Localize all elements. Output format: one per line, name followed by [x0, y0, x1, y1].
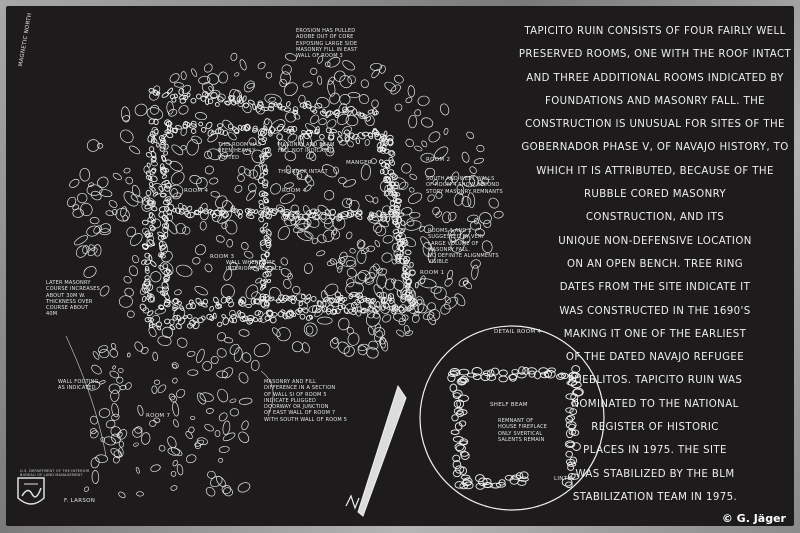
- paragraph-line: RUBBLE CORED MASONRY: [583, 189, 727, 201]
- paragraph-line: CONSTRUCTION IS UNUSUAL FOR SITES OF THE: [525, 119, 785, 131]
- interpretive-plaque: TAPICITO RUIN CONSISTS OF FOUR FAIRLY WE…: [6, 6, 794, 526]
- site-plan-drawing: [65, 52, 605, 517]
- paragraph-line: OF THE DATED NAVAJO REFUGEE: [565, 352, 745, 364]
- paragraph-line: WAS CONSTRUCTED IN THE 1690'S: [559, 305, 751, 317]
- blm-logo-icon: [17, 477, 45, 505]
- agency-name: U.S. DEPARTMENT OF THE INTERIOR BUREAU O…: [20, 469, 90, 477]
- detail-circle: [419, 325, 605, 511]
- label-room-7: ROOM 7: [146, 413, 171, 419]
- label-surveyor: F. LARSON: [64, 498, 96, 504]
- paragraph-line: STABILIZATION TEAM IN 1975.: [572, 491, 738, 503]
- note-rooms-1-2: ROOMS 1 AND 2 SUGGESTED BY VERY LARGE VO…: [428, 228, 499, 266]
- label-shelf-beam: SHELF BEAM: [490, 402, 528, 408]
- paragraph-line: CONSTRUCTION, AND ITS: [585, 212, 725, 224]
- paragraph-line: WAS STABILIZED BY THE BLM: [575, 468, 735, 480]
- label-room-1: ROOM 1: [420, 270, 445, 276]
- north-arrow: [345, 384, 407, 517]
- note-room-potted: THIS ROOM HAS BEEN HEAVILY POTTED: [218, 142, 262, 161]
- paragraph-line: WHICH IT IS ATTRIBUTED, BECAUSE OF THE: [536, 165, 774, 177]
- label-room-4-a: ROOM 4: [184, 188, 209, 194]
- diagonal-line: [65, 335, 274, 457]
- detail-room-walls: [447, 365, 584, 490]
- north-symbol: N: [341, 494, 342, 495]
- paragraph-line: ON AN OPEN BENCH. TREE RING: [566, 258, 744, 270]
- note-masonry-beam: MASONRY AND BEAM FALL NOT INDICATED: [278, 142, 335, 155]
- paragraph-line: NOMINATED TO THE NATIONAL: [571, 398, 739, 410]
- paragraph-line: REGISTER OF HISTORIC: [591, 422, 719, 434]
- paragraph-line: GOBERNADOR PHASE V, OF NAVAJO HISTORY, T…: [521, 142, 789, 154]
- note-erosion: EROSION HAS PULLED ADOBE OUT OF CORE EXP…: [296, 28, 358, 60]
- note-later-masonry: LATER MASONRY COURSE INCREASES ABOUT 30M…: [46, 280, 100, 318]
- paragraph-line: MAKING IT ONE OF THE EARLIEST: [563, 328, 747, 340]
- label-room-3: ROOM 3: [210, 254, 235, 260]
- label-room-2: ROOM 2: [426, 157, 451, 163]
- label-room-4-b: ROOM 4: [282, 188, 307, 194]
- note-remnant: REMNANT OF HOUSE FIREPLACE ONLY SVERTICA…: [498, 418, 548, 443]
- label-manger: MANGER: [346, 160, 372, 166]
- copyright-watermark: © G. Jäger: [721, 512, 786, 525]
- description-paragraph: TAPICITO RUIN CONSISTS OF FOUR FAIRLY WE…: [514, 20, 794, 509]
- paragraph-line: PUEBLITOS. TAPICITO RUIN WAS: [567, 375, 743, 387]
- paragraph-line: UNIQUE NON-DEFENSIVE LOCATION: [558, 235, 752, 247]
- paragraph-line: TAPICITO RUIN CONSISTS OF FOUR FAIRLY WE…: [524, 26, 786, 37]
- label-detail-room-4: DETAIL ROOM 4: [494, 329, 542, 335]
- note-south-west-walls: SOUTH AND WEST WALLS OF ROOM 4 SHOW SECO…: [426, 176, 503, 195]
- note-fireplace: WALL WHERE FIRE INTERIOR FIREPLACE: [226, 260, 282, 273]
- note-wall-footing: WALL FOOTING AS INDICATED: [58, 379, 99, 392]
- paragraph-line: FOUNDATIONS AND MASONRY FALL. THE: [544, 95, 766, 107]
- note-roof-intact: THIS ROOF INTACT: [278, 169, 328, 175]
- paragraph-line: PLACES IN 1975. THE SITE: [583, 445, 727, 457]
- note-masonry-fill: MASONRY AND FILL DIFFERENCE IN A SECTION…: [264, 379, 348, 423]
- paragraph-line: DATES FROM THE SITE INDICATE IT: [559, 282, 751, 294]
- paragraph-line: AND THREE ADDITIONAL ROOMS INDICATED BY: [526, 72, 784, 84]
- label-lintel: LINTEL: [554, 476, 575, 482]
- paragraph-line: PRESERVED ROOMS, ONE WITH THE ROOF INTAC…: [518, 49, 792, 61]
- room-walls: [139, 87, 423, 331]
